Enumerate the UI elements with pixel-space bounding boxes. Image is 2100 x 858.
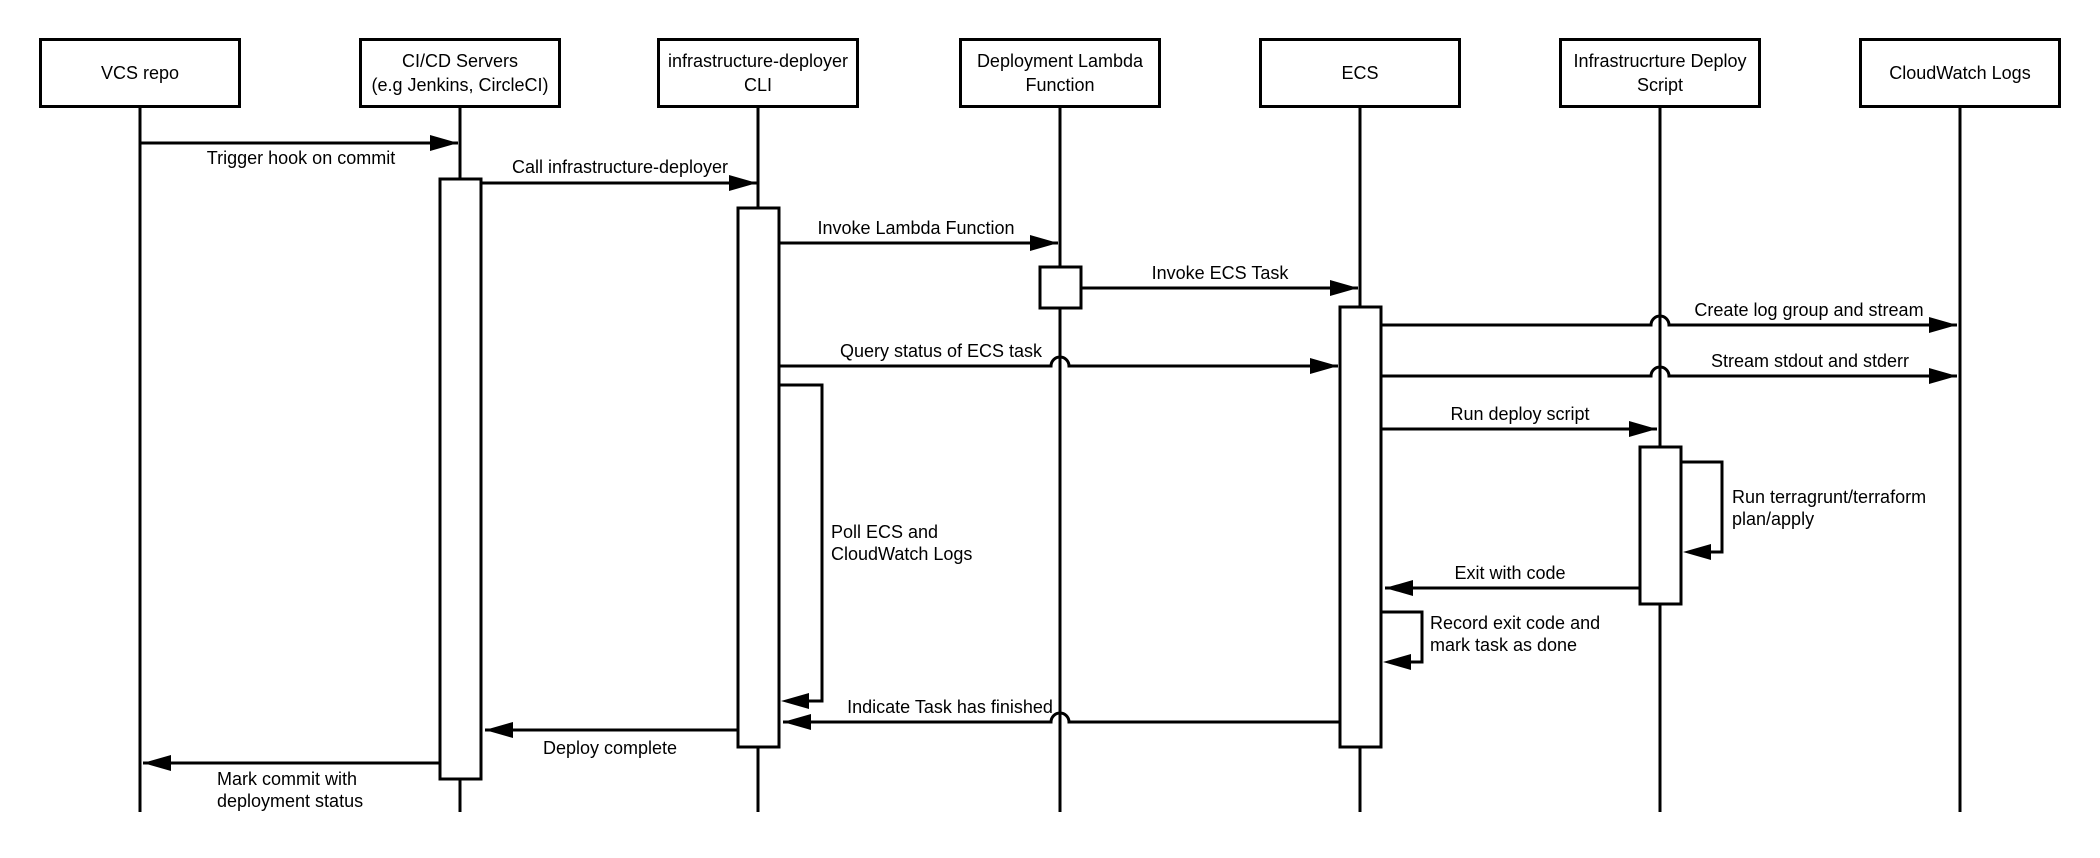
- arrowhead-record-exit-code-and-mark-task-as-done: [1383, 654, 1411, 670]
- message-label-line: Mark commit with: [217, 769, 358, 789]
- actor-label: VCS repo: [100, 63, 180, 83]
- activation-bar-cicd-servers: [438, 177, 483, 781]
- message-label-line: Query status of ECS task: [839, 341, 1043, 361]
- message-label-line: Call infrastructure-deployer: [511, 157, 729, 177]
- actor-box-cloudwatch-logs: CloudWatch Logs: [1859, 38, 2061, 108]
- actor-label: (e.g Jenkins, CircleCI): [371, 75, 549, 95]
- actor-label: infrastructure-deployer: [667, 51, 849, 71]
- message-arrow-query-status-of-ecs-task: [779, 355, 1338, 368]
- actor-label: ECS: [1341, 63, 1379, 83]
- message-label-line: Deploy complete: [542, 738, 678, 758]
- actor-label: CLI: [743, 75, 772, 95]
- actor-label: Deployment Lambda: [976, 51, 1144, 71]
- message-label-stream-stdout-and-stderr: Stream stdout and stderr: [1711, 350, 1909, 372]
- actor-label: CloudWatch Logs: [1889, 63, 2031, 83]
- arrowhead-invoke-lambda-function: [1030, 235, 1058, 251]
- message-label-line: Create log group and stream: [1694, 300, 1924, 320]
- message-label-line: deployment status: [217, 791, 364, 811]
- message-label-call-infrastructure-deployer: Call infrastructure-deployer: [512, 156, 728, 178]
- arrowhead-invoke-ecs-task: [1330, 280, 1358, 296]
- arrowhead-create-log-group-and-stream: [1929, 317, 1957, 333]
- message-label-line: Trigger hook on commit: [206, 148, 396, 168]
- message-label-line: mark task as done: [1430, 635, 1578, 655]
- message-label-line: CloudWatch Logs: [831, 544, 973, 564]
- arrowhead-run-terragrunt-terraform-plan-apply: [1683, 544, 1711, 560]
- message-label-query-status-of-ecs-task: Query status of ECS task: [840, 340, 1042, 362]
- message-arrow-create-log-group-and-stream: [1381, 314, 1957, 327]
- message-label-line: Invoke ECS Task: [1151, 263, 1289, 283]
- arrowhead-poll-ecs-and-cloudwatch-logs: [781, 693, 809, 709]
- message-label-line: Run terragrunt/terraform: [1732, 487, 1927, 507]
- activation-bar-ecs: [1338, 305, 1383, 749]
- arrowhead-call-infrastructure-deployer: [729, 175, 757, 191]
- self-message-arrow-record-exit-code-and-mark-task-as-done: [1381, 610, 1424, 664]
- message-label-trigger-hook-on-commit: Trigger hook on commit: [207, 147, 395, 169]
- message-label-exit-with-code: Exit with code: [1454, 562, 1565, 584]
- arrowhead-exit-with-code: [1385, 580, 1413, 596]
- arrowhead-stream-stdout-and-stderr: [1929, 368, 1957, 384]
- actor-label: Function: [1025, 75, 1095, 95]
- message-label-line: Indicate Task has finished: [847, 697, 1053, 717]
- message-arrow-indicate-task-has-finished: [783, 711, 1340, 724]
- actor-label: Script: [1636, 75, 1683, 95]
- actor-box-vcs-repo: VCS repo: [39, 38, 241, 108]
- activation-bar-infrastructure-deployer-cli: [736, 206, 781, 749]
- activation-bar-deployment-lambda-function: [1038, 265, 1083, 310]
- message-label-line: plan/apply: [1732, 509, 1815, 529]
- self-message-arrow-run-terragrunt-terraform-plan-apply: [1681, 460, 1724, 554]
- actor-label: CI/CD Servers: [401, 51, 518, 71]
- message-label-deploy-complete: Deploy complete: [543, 737, 677, 759]
- arrowhead-query-status-of-ecs-task: [1310, 358, 1338, 374]
- actor-box-cicd-servers: CI/CD Servers (e.g Jenkins, CircleCI): [359, 38, 561, 108]
- arrowhead-deploy-complete: [485, 722, 513, 738]
- self-message-arrow-poll-ecs-and-cloudwatch-logs: [779, 383, 824, 703]
- message-label-line: Run deploy script: [1450, 404, 1590, 424]
- message-label-invoke-lambda-function: Invoke Lambda Function: [817, 217, 1014, 239]
- message-label-line: Poll ECS and: [831, 522, 939, 542]
- message-label-indicate-task-has-finished: Indicate Task has finished: [847, 696, 1053, 718]
- message-label-line: Record exit code and: [1430, 613, 1601, 633]
- message-label-create-log-group-and-stream: Create log group and stream: [1694, 299, 1923, 321]
- message-label-line: Invoke Lambda Function: [817, 218, 1015, 238]
- actor-box-ecs: ECS: [1259, 38, 1461, 108]
- arrowhead-mark-commit-with-deployment-status: [143, 755, 171, 771]
- arrowhead-run-deploy-script: [1629, 421, 1657, 437]
- activation-bar-infrastructure-deploy-script: [1638, 445, 1683, 606]
- actor-label: Infrastrucrture Deploy: [1573, 51, 1747, 71]
- message-label-line: Exit with code: [1454, 563, 1566, 583]
- arrowhead-trigger-hook-on-commit: [430, 135, 458, 151]
- message-label-invoke-ecs-task: Invoke ECS Task: [1152, 262, 1289, 284]
- message-label-run-deploy-script: Run deploy script: [1450, 403, 1589, 425]
- arrowhead-indicate-task-has-finished: [783, 714, 811, 730]
- message-arrow-stream-stdout-and-stderr: [1381, 365, 1957, 378]
- message-label-line: Stream stdout and stderr: [1710, 351, 1910, 371]
